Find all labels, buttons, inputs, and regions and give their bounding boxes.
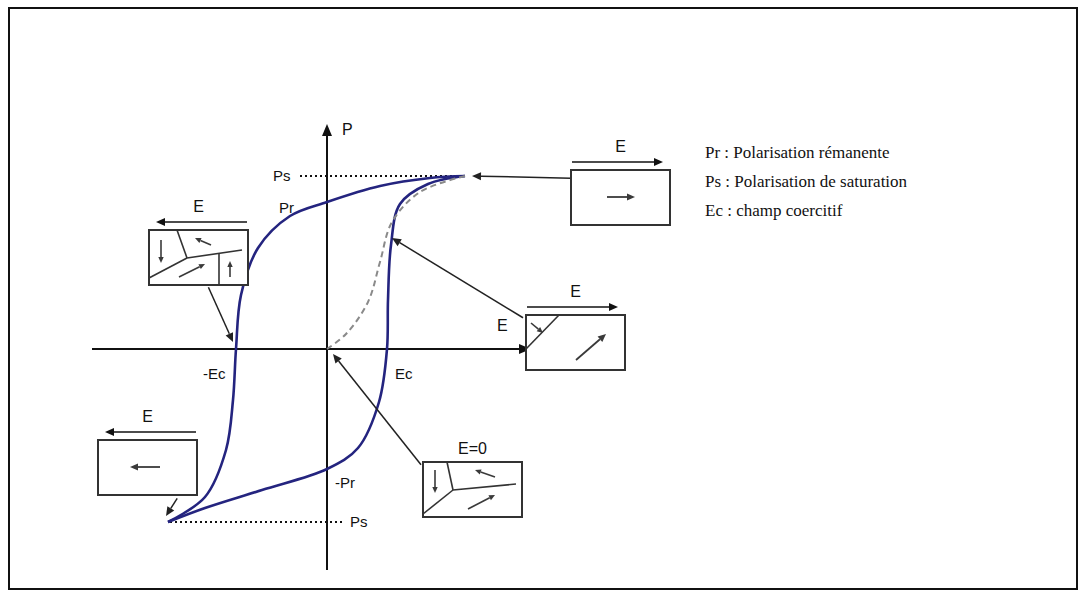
polarisation-arrow-head bbox=[130, 463, 138, 470]
p-axis bbox=[326, 134, 328, 570]
domain-box: E bbox=[97, 408, 198, 497]
leader-arrow bbox=[481, 176, 571, 178]
domain-box: E bbox=[148, 198, 249, 287]
field-label: E bbox=[525, 283, 626, 301]
field-arrow-head bbox=[156, 218, 165, 226]
leader-arrow bbox=[339, 361, 421, 465]
domain-wall bbox=[453, 484, 516, 490]
polarisation-arrow bbox=[200, 240, 211, 245]
domain-box-outline bbox=[149, 230, 248, 285]
polarisation-arrow bbox=[531, 323, 538, 329]
key-note: Ps : Polarisation de saturation bbox=[705, 172, 907, 192]
axis-label: P bbox=[342, 121, 353, 139]
domain-box-outline bbox=[571, 170, 670, 225]
domain-wall bbox=[447, 462, 453, 490]
field-label: E bbox=[148, 198, 249, 216]
leader-arrow-head bbox=[226, 332, 233, 342]
value-label: Ps bbox=[273, 167, 291, 184]
domain-drawing bbox=[422, 458, 523, 519]
field-label: E bbox=[97, 408, 198, 426]
polarisation-arrow bbox=[576, 339, 600, 360]
polarisation-arrow-head bbox=[627, 193, 635, 200]
polarisation-arrow bbox=[160, 240, 162, 257]
polarisation-arrow bbox=[138, 466, 160, 468]
first-polarisation-curve bbox=[327, 176, 465, 349]
field-label: E bbox=[570, 138, 671, 156]
domains bbox=[423, 462, 516, 514]
hysteresis-branch bbox=[168, 176, 465, 522]
field-arrow bbox=[165, 221, 247, 223]
domain-wall bbox=[187, 250, 242, 258]
polarisation-arrow bbox=[434, 470, 436, 487]
domain-box-outline bbox=[423, 462, 522, 517]
polarisation-arrow-head bbox=[227, 261, 232, 267]
axis-arrowhead bbox=[322, 124, 332, 136]
leader-arrow bbox=[400, 243, 523, 318]
polarisation-arrow-head bbox=[598, 334, 606, 342]
field-arrow bbox=[572, 161, 654, 163]
field-label: E=0 bbox=[422, 440, 523, 458]
field-arrow-head bbox=[105, 428, 114, 436]
leader-arrow-head bbox=[333, 354, 342, 364]
domains bbox=[149, 230, 242, 285]
value-label: Pr bbox=[279, 199, 294, 216]
domain-box: E=0 bbox=[422, 440, 523, 519]
key-note: Pr : Polarisation rémanente bbox=[705, 143, 890, 163]
domain-wall bbox=[526, 315, 559, 349]
leader-arrow-head bbox=[166, 506, 174, 516]
leader-arrow-head bbox=[472, 172, 481, 180]
polarisation-arrow-head bbox=[158, 257, 163, 263]
e-axis bbox=[92, 348, 522, 350]
key-note: Ec : champ coercitif bbox=[705, 201, 842, 221]
domain-wall bbox=[423, 490, 453, 514]
hysteresis-branch bbox=[168, 176, 465, 522]
value-label: Ec bbox=[395, 365, 413, 382]
polarisation-arrow-head bbox=[195, 238, 202, 243]
domain-drawing bbox=[148, 216, 249, 287]
polarisation-arrow bbox=[179, 267, 200, 277]
value-label: Ps bbox=[350, 513, 368, 530]
domains bbox=[526, 315, 606, 360]
value-label: -Pr bbox=[335, 474, 355, 491]
polarisation-arrow bbox=[468, 498, 490, 509]
domain-drawing bbox=[570, 156, 671, 227]
axis-label: E bbox=[497, 317, 508, 335]
polarisation-arrow bbox=[607, 196, 627, 198]
domain-wall bbox=[218, 254, 220, 285]
frame bbox=[9, 8, 1077, 589]
polarisation-arrow-head bbox=[475, 469, 482, 474]
polarisation-arrow-head bbox=[488, 495, 495, 500]
polarisation-arrow bbox=[229, 267, 231, 277]
field-arrow bbox=[527, 306, 609, 308]
domain-wall bbox=[177, 230, 187, 258]
leader-arrow bbox=[208, 287, 229, 334]
polarisation-arrow-head bbox=[537, 327, 543, 333]
domains bbox=[607, 193, 635, 200]
domain-box: E bbox=[570, 138, 671, 227]
field-arrow-head bbox=[609, 303, 618, 311]
polarisation-arrow-head bbox=[432, 487, 437, 493]
value-label: -Ec bbox=[203, 365, 226, 382]
field-arrow-head bbox=[654, 158, 663, 166]
domain-box: E bbox=[525, 283, 626, 372]
leader-arrow-head bbox=[392, 238, 402, 246]
field-arrow bbox=[114, 431, 196, 433]
polarisation-arrow-head bbox=[198, 264, 205, 269]
domain-box-outline bbox=[526, 315, 625, 370]
saturation-guide bbox=[170, 521, 345, 523]
domains bbox=[130, 463, 160, 470]
polarisation-arrow bbox=[481, 472, 495, 477]
leader-arrow bbox=[171, 498, 177, 508]
domain-drawing bbox=[525, 301, 626, 372]
domain-box-outline bbox=[98, 440, 197, 495]
domain-drawing bbox=[97, 426, 198, 497]
